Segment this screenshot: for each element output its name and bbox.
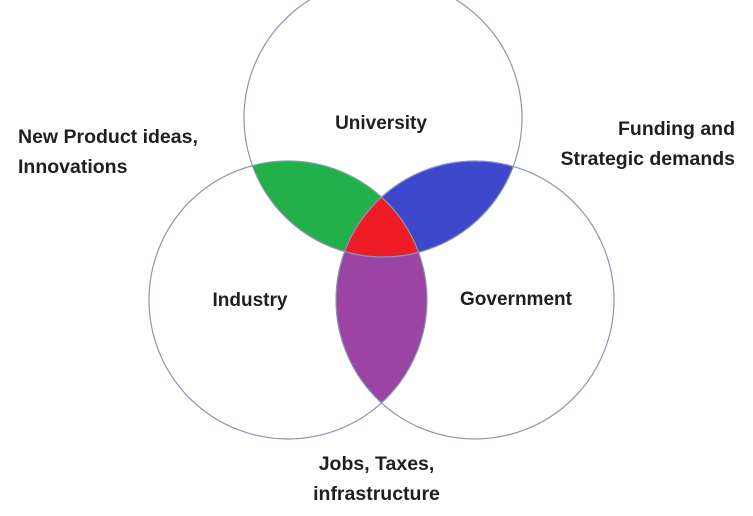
university-label: University — [335, 113, 427, 134]
annotation-line: Strategic demands — [560, 148, 735, 170]
university-circle — [243, 0, 523, 258]
industry-government-annotation: Jobs, Taxes, infrastructure — [0, 449, 753, 509]
industry-circle — [148, 160, 428, 440]
center-overlap — [335, 161, 427, 257]
annotation-line: New Product ideas, — [18, 126, 198, 148]
government-label: Government — [460, 289, 573, 310]
industry-label: Industry — [213, 290, 288, 311]
annotation-line: Innovations — [18, 156, 128, 178]
university-government-annotation: Funding and Strategic demands — [561, 114, 735, 174]
government-circle — [335, 160, 615, 440]
annotation-line: infrastructure — [313, 483, 440, 505]
university-industry-annotation: New Product ideas, Innovations — [18, 122, 198, 182]
annotation-line: Jobs, Taxes, — [318, 453, 435, 475]
annotation-line: Funding and — [618, 118, 735, 140]
